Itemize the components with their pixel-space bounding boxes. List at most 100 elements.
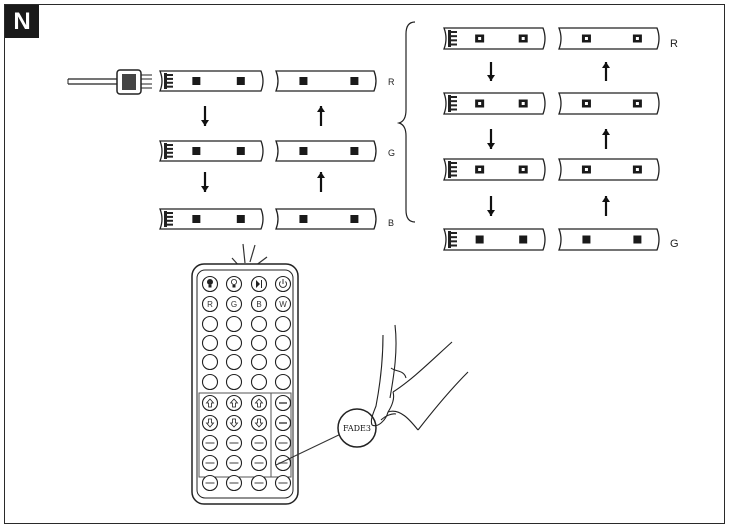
remote-preset-button[interactable] — [250, 434, 268, 452]
remote-color-button[interactable] — [250, 334, 268, 352]
remote-preset-button[interactable] — [274, 474, 292, 492]
remote-color-button[interactable] — [274, 373, 292, 391]
remote-preset-button[interactable] — [201, 434, 219, 452]
left-strip-row1-segment-b — [275, 70, 377, 92]
right-strip-row3-segment-b — [558, 158, 660, 181]
remote-preset-button[interactable] — [274, 434, 292, 452]
led-chip — [192, 215, 201, 223]
remote-brightness-down-button[interactable] — [201, 414, 219, 432]
led-chip — [236, 77, 245, 85]
bulb-bright-icon — [230, 278, 237, 288]
remote-button-label: B — [256, 300, 261, 309]
panel-letter-badge: N — [5, 5, 39, 38]
up-arrow-icon — [602, 129, 610, 149]
remote-color-button[interactable] — [225, 353, 243, 371]
left-strip-label-b: B — [388, 218, 394, 228]
led-chip — [633, 235, 642, 244]
left-strip-label-r: R — [388, 77, 395, 87]
right-strip-row2-segment-b — [558, 92, 660, 115]
right-strip-group — [443, 27, 660, 251]
remote-brightness-up-button[interactable] — [250, 394, 268, 412]
led-chip — [236, 147, 245, 155]
remote-button-play-pause-icon[interactable] — [250, 275, 268, 293]
remote-button-power-icon[interactable] — [274, 275, 292, 293]
remote-mode-button[interactable] — [274, 394, 292, 412]
left-strip-row1-segment-a — [159, 70, 264, 92]
arrow-up-icon — [205, 398, 215, 408]
led-chip — [519, 235, 528, 244]
right-strip-label-g: G — [670, 238, 679, 250]
power-cable — [67, 78, 118, 85]
remote-color-button[interactable] — [250, 353, 268, 371]
bulb-dim-icon — [206, 278, 213, 288]
remote-color-button[interactable] — [274, 353, 292, 371]
left-strip-label-g: G — [388, 148, 395, 158]
remote-button-bulb-dim-icon[interactable] — [201, 275, 219, 293]
remote-button-b[interactable]: B — [250, 295, 268, 313]
remote-preset-button[interactable] — [201, 474, 219, 492]
remote-color-button[interactable] — [225, 373, 243, 391]
left-strip-row3-segment-b — [275, 208, 377, 230]
remote-button-g[interactable]: G — [225, 295, 243, 313]
remote-mode-button[interactable] — [274, 414, 292, 432]
down-arrow-icon — [201, 172, 209, 192]
remote-preset-button[interactable] — [274, 454, 292, 472]
up-arrow-icon — [602, 196, 610, 216]
right-strip-row4-segment-b — [558, 228, 660, 251]
remote-preset-button[interactable] — [225, 434, 243, 452]
remote-preset-button[interactable] — [225, 474, 243, 492]
remote-button-bulb-bright-icon[interactable] — [225, 275, 243, 293]
right-strip-label-r: R — [670, 38, 678, 50]
remote-color-button[interactable] — [225, 334, 243, 352]
remote-preset-button[interactable] — [201, 454, 219, 472]
remote-preset-button[interactable] — [225, 454, 243, 472]
remote-button-w[interactable]: W — [274, 295, 292, 313]
up-arrow-icon — [602, 62, 610, 81]
remote-color-button[interactable] — [250, 373, 268, 391]
panel-frame — [4, 4, 725, 524]
remote-preset-button[interactable] — [250, 474, 268, 492]
led-chip — [299, 77, 308, 85]
remote-brightness-down-button[interactable] — [250, 414, 268, 432]
led-chip — [582, 235, 591, 244]
flow-arrows — [201, 62, 610, 216]
remote-color-button[interactable] — [250, 315, 268, 333]
right-strip-row3-segment-a — [443, 158, 546, 181]
remote-button-r[interactable]: R — [201, 295, 219, 313]
down-arrow-icon — [201, 106, 209, 126]
led-chip — [299, 215, 308, 223]
led-chip — [192, 147, 201, 155]
led-chip — [350, 77, 359, 85]
remote-brightness-up-button[interactable] — [201, 394, 219, 412]
right-strip-row1-segment-b — [558, 27, 660, 50]
arrow-down-icon — [254, 418, 264, 428]
up-arrow-icon — [317, 106, 325, 126]
right-strip-row2-segment-a — [443, 92, 546, 115]
arrow-up-icon — [229, 398, 239, 408]
left-strip-row3-segment-a — [159, 208, 264, 230]
remote-color-button[interactable] — [201, 315, 219, 333]
remote-color-button[interactable] — [225, 315, 243, 333]
pressing-hand — [370, 324, 469, 431]
led-chip — [236, 215, 245, 223]
remote-color-button[interactable] — [274, 315, 292, 333]
arrow-up-icon — [254, 398, 264, 408]
remote-color-button[interactable] — [274, 334, 292, 352]
up-arrow-icon — [317, 172, 325, 192]
remote-color-button[interactable] — [201, 373, 219, 391]
arrow-down-icon — [205, 418, 215, 428]
led-chip — [192, 77, 201, 85]
led-chip — [299, 147, 308, 155]
strip-connector-plug — [116, 69, 152, 95]
callout-fade3-label: FADE3 — [343, 424, 371, 433]
down-arrow-icon — [487, 196, 495, 216]
right-strip-row4-segment-a — [443, 228, 546, 251]
remote-brightness-down-button[interactable] — [225, 414, 243, 432]
remote-color-button[interactable] — [201, 334, 219, 352]
remote-preset-button[interactable] — [250, 454, 268, 472]
remote-color-button[interactable] — [201, 353, 219, 371]
remote-brightness-up-button[interactable] — [225, 394, 243, 412]
